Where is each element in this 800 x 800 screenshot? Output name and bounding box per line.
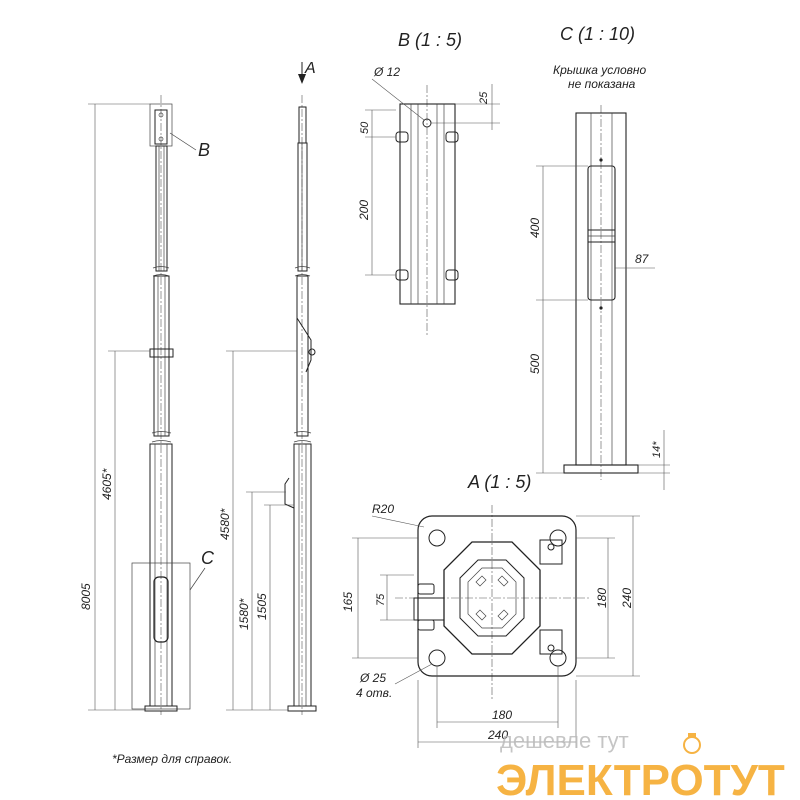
view-arrow-icon <box>298 74 306 84</box>
dim-a-hole-dia: Ø 25 <box>359 671 386 685</box>
dim-b-top-offset: 25 <box>478 91 490 105</box>
detail-c-note-line1: Крышка условно <box>553 63 647 77</box>
view-arrow-a-label: A <box>304 60 316 77</box>
dim-overall-height: 8005 <box>79 583 93 610</box>
dim-a-inner-v: 75 <box>375 593 387 606</box>
dim-a-bottom-outer: 240 <box>487 728 508 742</box>
callout-c-label: C <box>201 548 215 568</box>
dim-b-hole-dia: Ø 12 <box>373 65 400 79</box>
dim-c-base-plate: 14* <box>651 441 663 458</box>
dim-a-hole-count: 4 отв. <box>356 686 392 700</box>
detail-a-view: A (1 : 5) R20 165 75 180 <box>341 472 640 748</box>
watermark-line2: ЭЛЕКТРОТУТ <box>496 756 785 800</box>
detail-b-title: B (1 : 5) <box>398 30 462 50</box>
dim-b-bolt-spacing: 200 <box>357 200 371 221</box>
lightbulb-icon <box>683 733 701 754</box>
footnote: *Размер для справок. <box>112 752 232 766</box>
dim-side-bracket-height: 1580* <box>237 598 251 630</box>
watermark-logo: дешевле тут ЭЛЕКТРОТУТ <box>496 728 785 800</box>
dim-front-joint-height: 4605* <box>100 468 114 500</box>
pole-front-view: B C 8005 4605* <box>79 95 215 715</box>
detail-a-title: A (1 : 5) <box>467 472 531 492</box>
dim-a-corner-radius: R20 <box>372 502 394 516</box>
detail-b-view: B (1 : 5) Ø 12 25 50 200 <box>357 30 500 335</box>
callout-b-label: B <box>198 140 210 160</box>
watermark-line1: дешевле тут <box>500 728 629 753</box>
detail-c-title: C (1 : 10) <box>560 24 635 44</box>
pole-side-view: A 4580* 1580* 1505 <box>218 60 317 715</box>
dim-a-bottom-inner: 180 <box>492 708 512 722</box>
dim-a-right-outer: 240 <box>620 588 634 609</box>
dim-c-hatch-width: 87 <box>635 252 650 266</box>
detail-c-note-line2: не показана <box>568 77 636 91</box>
dim-a-bolt-spacing-v: 165 <box>341 592 355 612</box>
dim-c-hatch-elevation: 500 <box>528 354 542 374</box>
dim-side-joint-height: 4580* <box>218 508 232 540</box>
dim-a-right-inner: 180 <box>595 588 609 608</box>
dim-b-bolt-spacing-top: 50 <box>359 121 371 134</box>
detail-c-view: C (1 : 10) Крышка условно не показана 40… <box>528 24 670 490</box>
dim-side-hatch-top: 1505 <box>255 593 269 620</box>
dim-c-hatch-height: 400 <box>528 218 542 238</box>
